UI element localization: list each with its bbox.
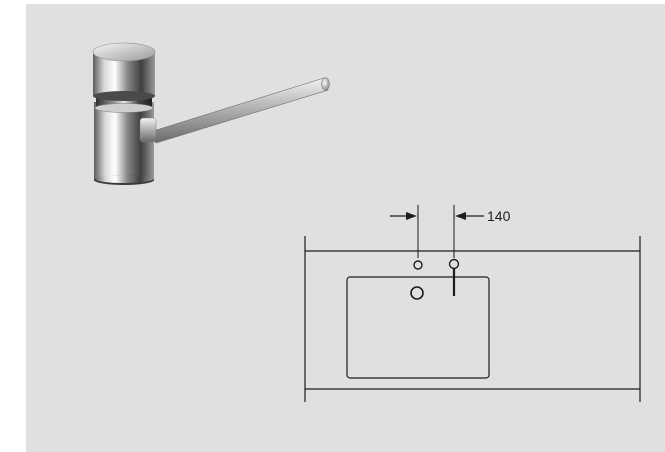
installation-drawing — [304, 205, 641, 402]
dimension-arrow-right — [455, 212, 484, 220]
dimension-label: 140 — [487, 208, 511, 224]
dispenser-hole — [413, 260, 423, 270]
countertop-outline — [304, 236, 641, 402]
dispenser-body — [94, 102, 154, 185]
tap-hole — [448, 258, 460, 270]
lever-collar — [139, 117, 157, 143]
dimension-arrow-left — [390, 212, 417, 220]
dispenser-cap — [92, 42, 156, 101]
drain-hole — [410, 286, 424, 300]
basin-outline — [346, 276, 490, 379]
soap-dispenser-image — [92, 42, 330, 185]
dispenser-lever — [149, 77, 330, 144]
